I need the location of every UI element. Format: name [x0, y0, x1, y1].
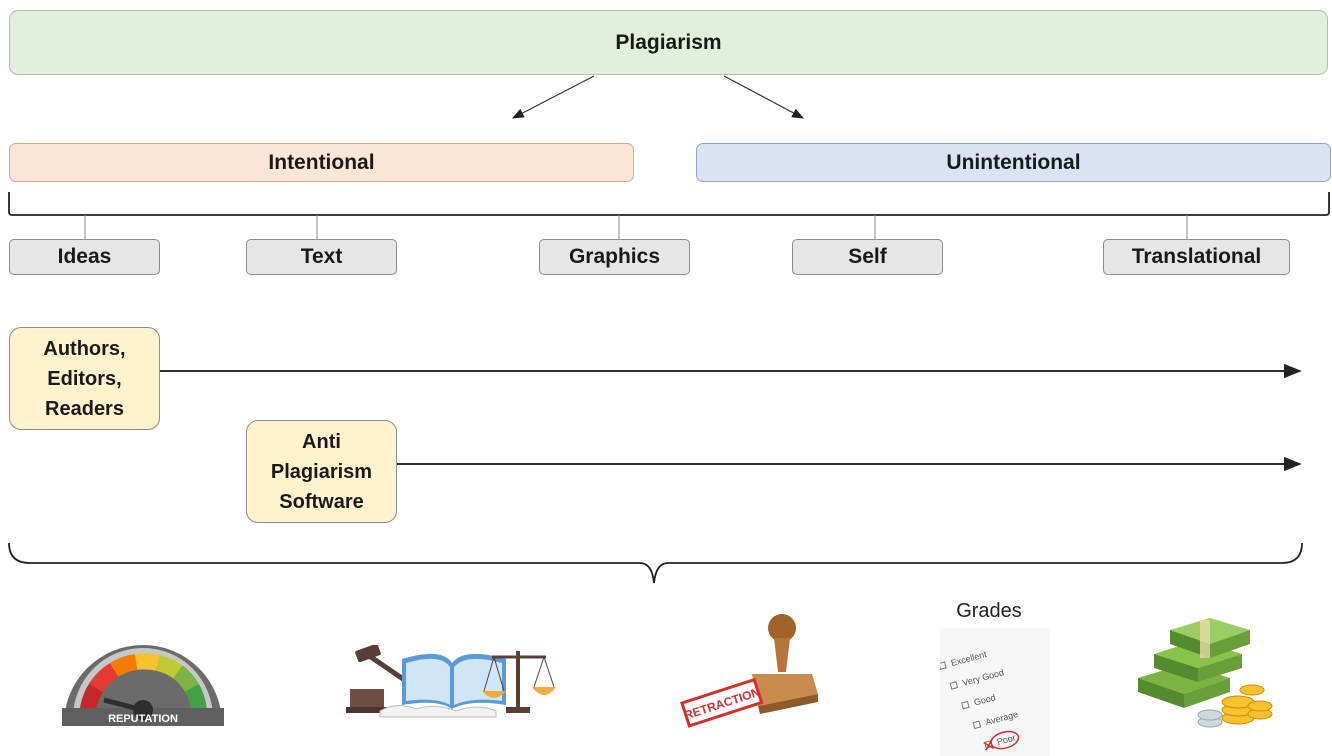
- law-book-scales-icon: [346, 645, 556, 718]
- reputation-gauge-icon: REPUTATION: [62, 645, 224, 726]
- reputation-label: REPUTATION: [108, 713, 178, 725]
- arrow-to-unintentional: [723, 75, 805, 119]
- type-translational: Translational: [1103, 239, 1290, 275]
- detector-authors-editors-readers: Authors, Editors, Readers: [9, 327, 160, 430]
- grade-option-5: Poor: [996, 732, 1017, 747]
- type-self: Self: [792, 239, 943, 275]
- detector-1-line-1: Authors,: [43, 337, 126, 360]
- type-ideas: Ideas: [9, 239, 160, 275]
- types-bracket: [8, 192, 1330, 216]
- detector-2-line-3: Software: [279, 490, 364, 513]
- detector-2-line-2: Plagiarism: [270, 460, 373, 483]
- grades-label: Grades: [956, 600, 1022, 622]
- detector-2-line-1: Anti: [302, 430, 341, 453]
- type-text: Text: [246, 239, 397, 275]
- arrow-to-intentional: [511, 75, 595, 119]
- plagiarism-root-node: Plagiarism: [9, 10, 1328, 75]
- detector-1-line-3: Readers: [45, 397, 124, 420]
- unintentional-node: Unintentional: [696, 143, 1331, 182]
- grades-checklist-icon: Excellent Very Good Good Average Poor: [940, 628, 1050, 756]
- detector-1-line-2: Editors,: [47, 367, 122, 390]
- detector-anti-plagiarism-software: Anti Plagiarism Software: [246, 420, 397, 523]
- money-stack-icon: [1138, 618, 1273, 728]
- retraction-stamp-icon: RETRACTION: [680, 614, 818, 728]
- intentional-node: Intentional: [9, 143, 634, 182]
- type-graphics: Graphics: [539, 239, 690, 275]
- consequences-brace: [8, 542, 1303, 584]
